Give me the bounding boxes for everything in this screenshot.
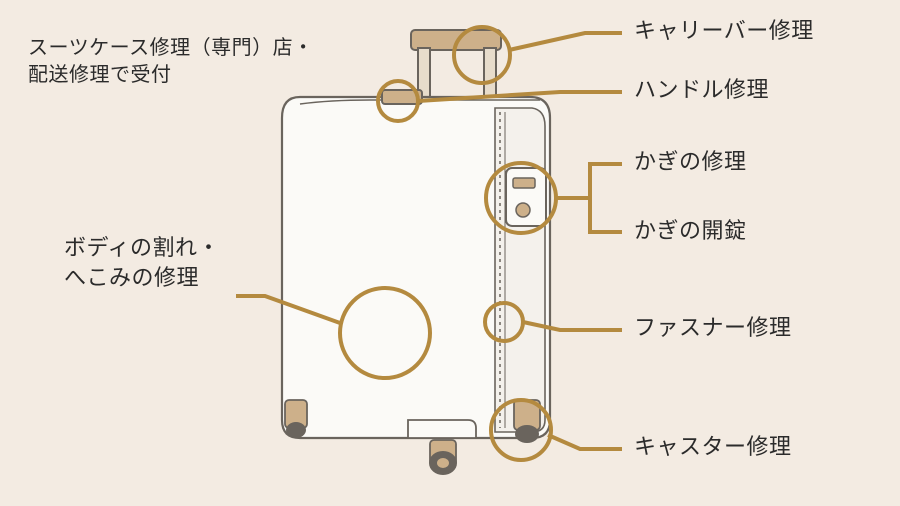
carry-bar-label: キャリーバー修理 (634, 19, 814, 44)
callout-markers (236, 25, 622, 462)
body-label: ボディの割れ・ へこみの修理 (64, 234, 220, 294)
zipper-label: ファスナー修理 (634, 316, 792, 341)
handle-leader (417, 90, 622, 103)
handle-label: ハンドル修理 (634, 78, 770, 103)
lock-unlock-label: かぎの開錠 (634, 219, 747, 244)
carry-bar-leader (508, 31, 622, 52)
wheels (284, 399, 541, 475)
header-line-2: 配送修理で受付 (28, 62, 172, 86)
body-marker (338, 286, 432, 380)
header-text: スーツケース修理（専門）店・ 配送修理で受付 (28, 34, 314, 88)
header-line-1: スーツケース修理（専門）店・ (28, 35, 314, 59)
body-label-line-2: へこみの修理 (64, 266, 200, 291)
body-label-line-1: ボディの割れ・ (64, 236, 220, 261)
trolley-bar (410, 29, 502, 101)
caster-leader (547, 433, 622, 451)
body-leader (236, 294, 341, 325)
zipper-leader (522, 320, 622, 332)
caster-label: キャスター修理 (634, 435, 792, 460)
lock-repair-label: かぎの修理 (634, 150, 747, 175)
lock-bracket (588, 162, 622, 234)
caster-marker (489, 398, 553, 462)
carry-bar-marker (452, 25, 512, 85)
suitcase-body (280, 89, 552, 440)
